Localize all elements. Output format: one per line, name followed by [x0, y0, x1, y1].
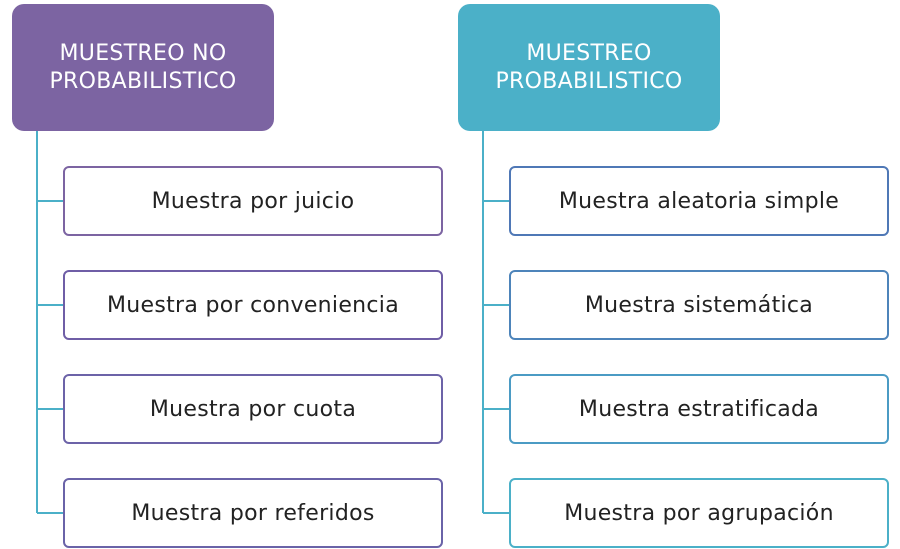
right-item-label: Muestra aleatoria simple	[558, 188, 840, 214]
left-connector-spine	[36, 131, 38, 513]
right-item-systematic-sample: Muestra sistemática	[509, 270, 889, 340]
left-item-label: Muestra por cuota	[149, 396, 357, 422]
right-item-cluster-sample: Muestra por agrupación	[509, 478, 889, 548]
left-item-judgment-sample: Muestra por juicio	[63, 166, 443, 236]
left-item-label: Muestra por juicio	[151, 188, 355, 214]
left-connector-1	[37, 200, 63, 202]
right-connector-spine	[482, 131, 484, 513]
right-connector-3	[483, 408, 509, 410]
right-connector-4	[483, 512, 509, 514]
non-probabilistic-title: MUESTREO NO PROBABILISTICO	[49, 40, 237, 94]
right-item-simple-random-sample: Muestra aleatoria simple	[509, 166, 889, 236]
right-connector-2	[483, 304, 509, 306]
probabilistic-title: MUESTREO PROBABILISTICO	[495, 40, 683, 94]
left-connector-4	[37, 512, 63, 514]
right-item-stratified-sample: Muestra estratificada	[509, 374, 889, 444]
left-item-quota-sample: Muestra por cuota	[63, 374, 443, 444]
probabilistic-header: MUESTREO PROBABILISTICO	[458, 4, 720, 131]
non-probabilistic-header: MUESTREO NO PROBABILISTICO	[12, 4, 274, 131]
left-connector-2	[37, 304, 63, 306]
left-item-referral-sample: Muestra por referidos	[63, 478, 443, 548]
right-item-label: Muestra sistemática	[584, 292, 814, 318]
right-item-label: Muestra por agrupación	[564, 500, 834, 526]
left-connector-3	[37, 408, 63, 410]
right-connector-1	[483, 200, 509, 202]
right-item-label: Muestra estratificada	[578, 396, 820, 422]
left-item-convenience-sample: Muestra por conveniencia	[63, 270, 443, 340]
left-item-label: Muestra por referidos	[131, 500, 375, 526]
left-item-label: Muestra por conveniencia	[106, 292, 399, 318]
